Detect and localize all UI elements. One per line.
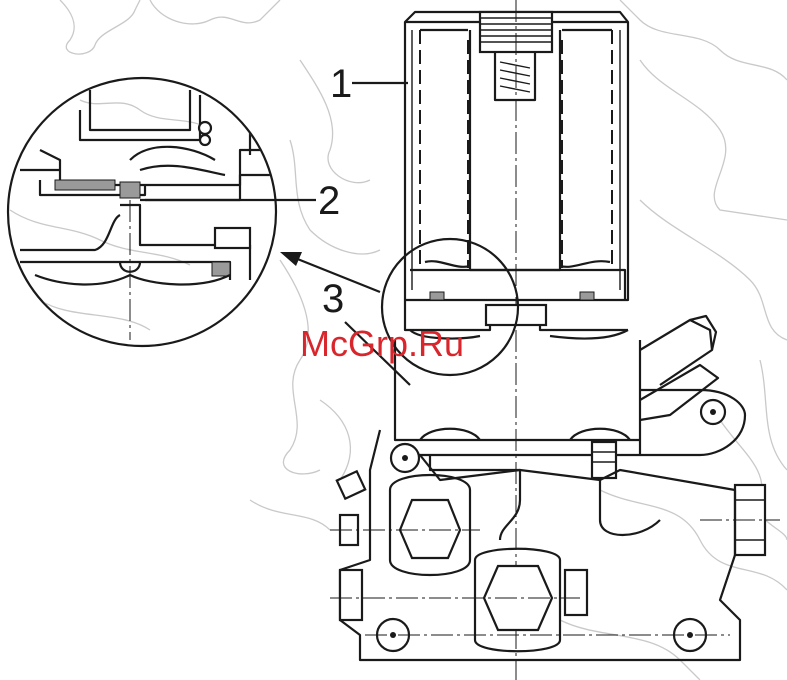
callout-3: 3 <box>322 277 344 321</box>
filter-cartridge <box>405 12 628 300</box>
valve-block <box>330 430 780 660</box>
detail-view <box>8 78 276 346</box>
watermark: McGrp.Ru <box>300 323 464 364</box>
callout-1: 1 <box>330 62 352 106</box>
mounting-bracket-right <box>640 390 765 555</box>
callout-2: 2 <box>318 179 340 223</box>
